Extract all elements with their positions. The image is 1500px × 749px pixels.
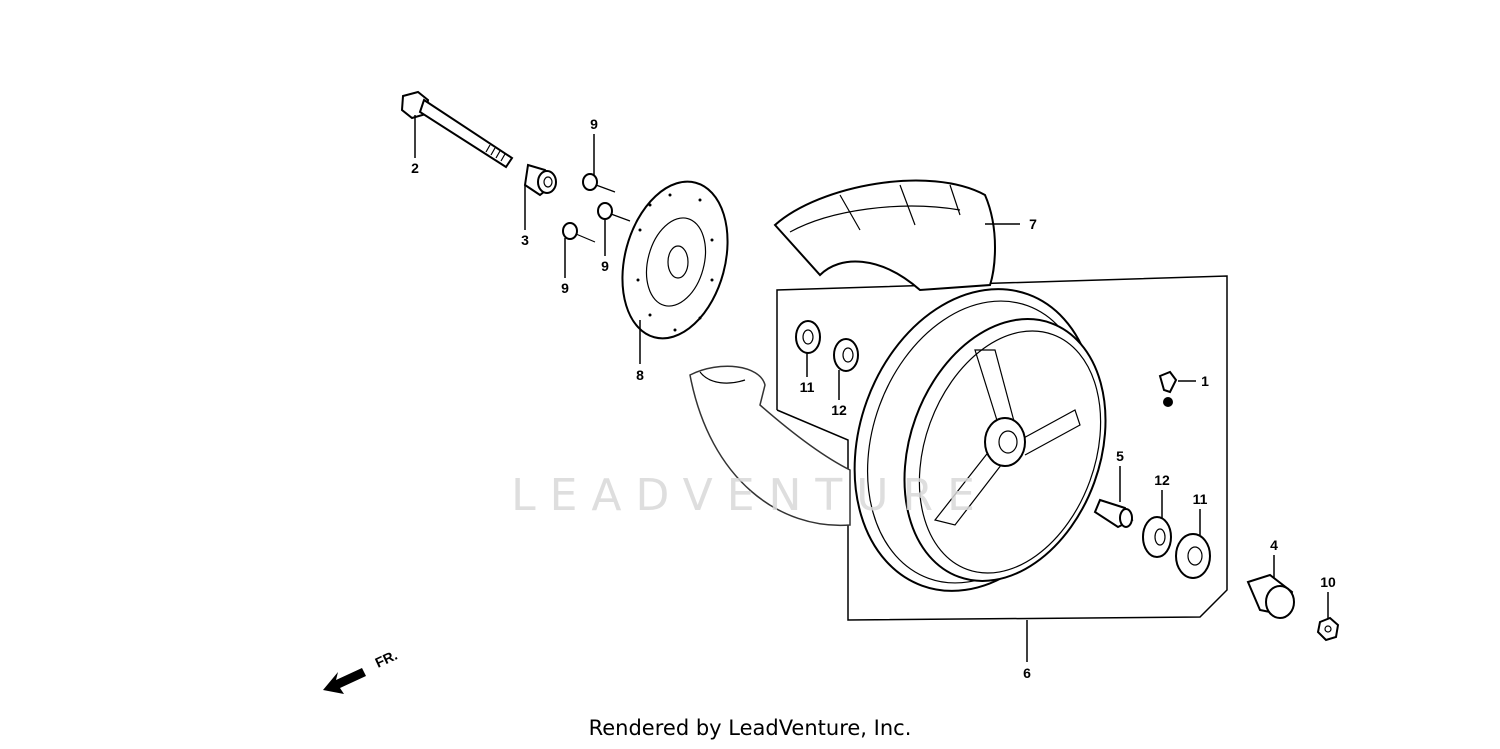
disc-bolt-part[interactable] [562,173,631,243]
callout-12[interactable]: 12 [1154,472,1170,488]
footer-credit: Rendered by LeadVenture, Inc. [588,716,912,740]
collar-part[interactable] [523,163,557,197]
callout-6[interactable]: 6 [1023,665,1031,681]
spacer-part[interactable] [1093,498,1134,529]
callout-5[interactable]: 5 [1116,448,1124,464]
callout-7[interactable]: 7 [1029,216,1037,232]
side-collar-part[interactable] [1246,573,1295,619]
axle-nut-part[interactable] [1316,616,1340,642]
bearing-right-11[interactable] [1175,533,1211,579]
callout-9[interactable]: 9 [590,116,598,132]
tire-part[interactable] [773,179,996,292]
callout-9[interactable]: 9 [561,280,569,296]
callout-1[interactable]: 1 [1201,373,1209,389]
callout-12[interactable]: 12 [831,402,847,418]
tire-section [689,365,851,527]
callout-2[interactable]: 2 [411,160,419,176]
wheel-part[interactable] [814,255,1141,625]
callout-3[interactable]: 3 [521,232,529,248]
leader-lines [414,115,1329,662]
brake-disc-part[interactable] [606,170,744,350]
callout-11[interactable]: 11 [800,379,815,395]
callout-10[interactable]: 10 [1320,574,1336,590]
dust-seal-right-12[interactable] [1142,516,1172,558]
axle-bolt-part[interactable] [400,90,514,169]
front-direction-label: FR. [373,647,400,671]
callout-9[interactable]: 9 [601,258,609,274]
callout-8[interactable]: 8 [636,367,644,383]
valve-part[interactable] [1158,370,1178,407]
callout-11[interactable]: 11 [1193,491,1208,507]
callout-4[interactable]: 4 [1270,537,1278,553]
watermark: LEADVENTURE [511,470,989,521]
front-direction-arrow-icon [323,668,366,694]
bearing-left-11[interactable] [795,320,821,354]
dust-seal-left-12[interactable] [833,338,859,372]
